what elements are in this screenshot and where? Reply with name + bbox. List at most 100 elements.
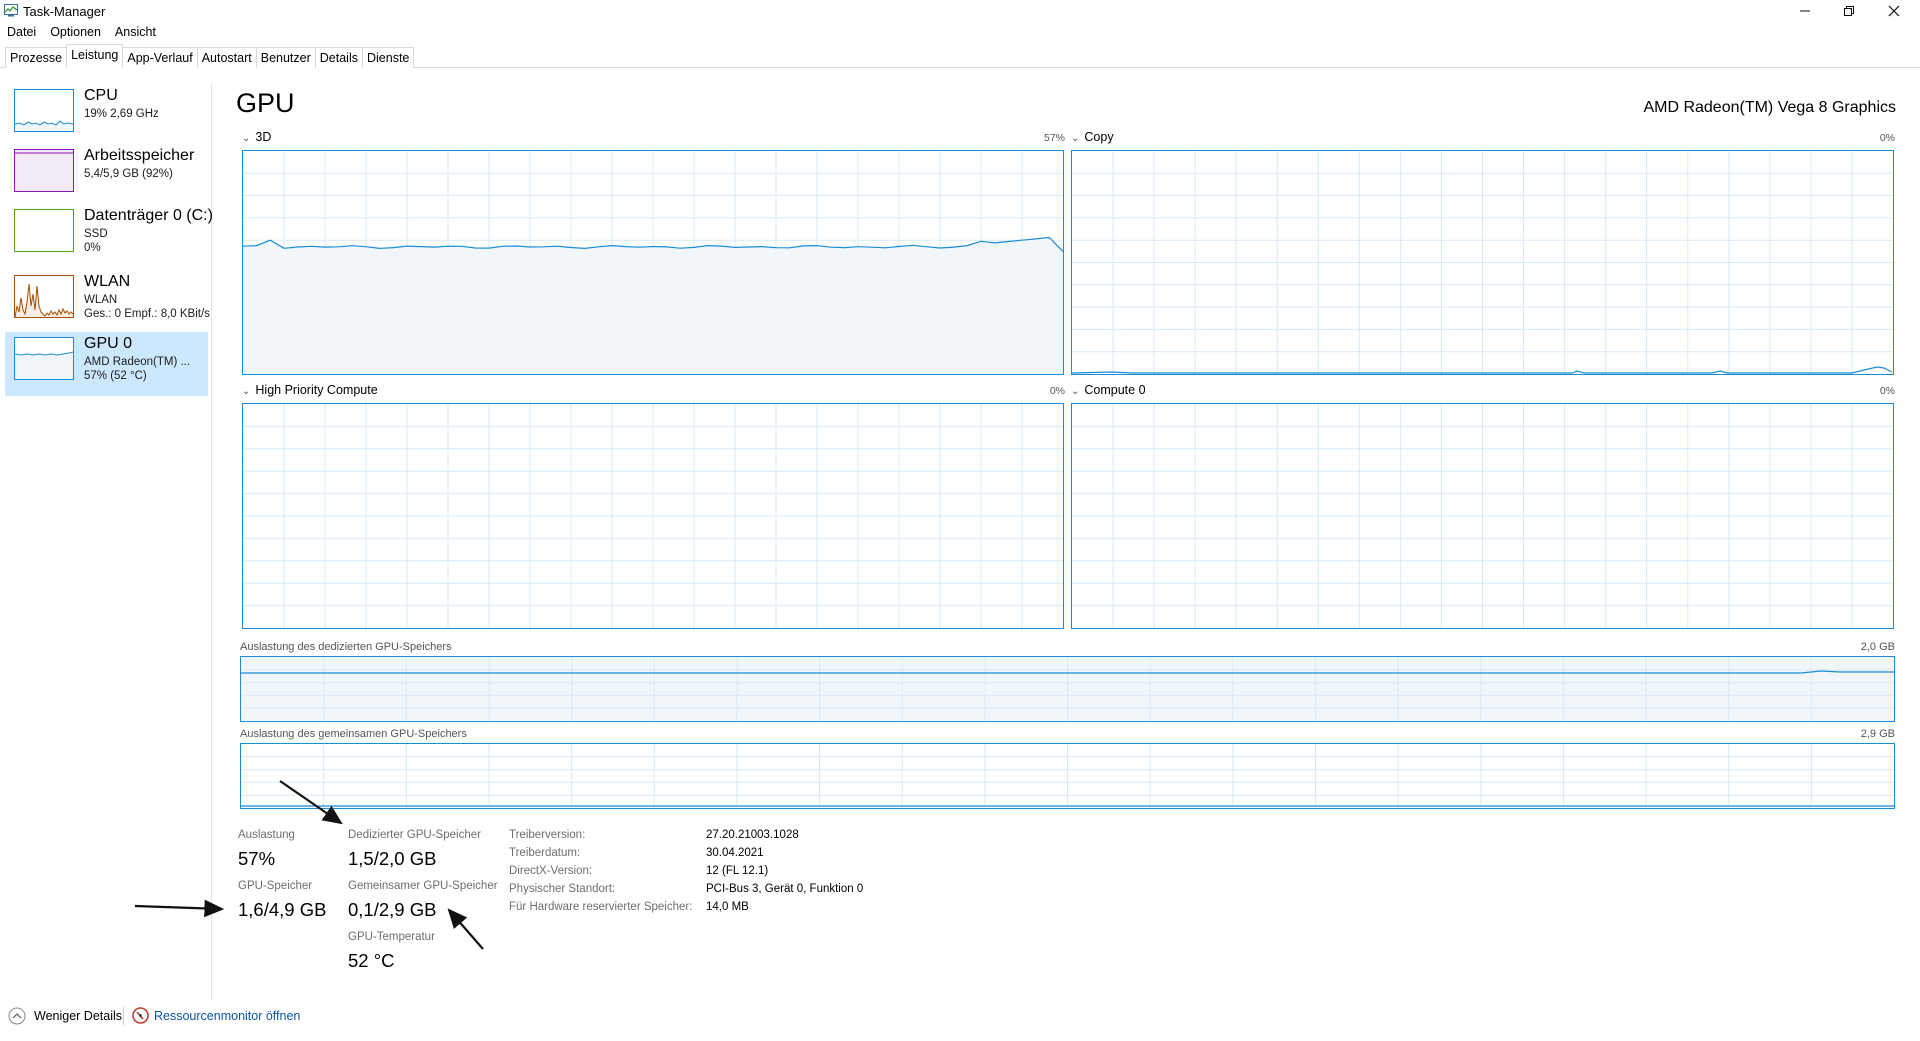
resource-monitor-icon xyxy=(132,1007,149,1024)
resource-monitor-link[interactable]: Ressourcenmonitor öffnen xyxy=(132,1007,300,1024)
fewer-details-button[interactable]: Weniger Details xyxy=(8,1007,122,1025)
directx-version-value: 12 (FL 12.1) xyxy=(706,865,769,877)
tab-prozesse[interactable]: Prozesse xyxy=(5,47,68,68)
engine-graph-3d xyxy=(242,150,1064,375)
engine-label: Compute 0 xyxy=(1084,383,1146,397)
sidebar-item-detail-2: 57% (52 °C) xyxy=(84,370,147,382)
tab-app-verlauf[interactable]: App-Verlauf xyxy=(122,47,198,68)
driver-version-value: 27.20.21003.1028 xyxy=(706,829,799,841)
engine-graph-copy xyxy=(1071,150,1894,375)
sidebar-item-arbeitsspeicher[interactable]: Arbeitsspeicher 5,4/5,9 GB (92%) xyxy=(5,144,208,208)
engine-selector-high-priority-compute[interactable]: ⌄ High Priority Compute xyxy=(242,383,378,397)
engine-label: 3D xyxy=(255,130,272,144)
tab-leistung[interactable]: Leistung xyxy=(66,44,124,68)
sidebar-item-title: CPU xyxy=(84,87,118,104)
auslastung-value: 57% xyxy=(238,848,276,869)
directx-version-label: DirectX-Version: xyxy=(509,865,593,877)
shared-memory-stat-value: 0,1/2,9 GB xyxy=(348,899,437,920)
sidebar-item-detail: 19% 2,69 GHz xyxy=(84,108,159,120)
chevron-up-circle-icon xyxy=(8,1007,26,1025)
graph-canvas-copy xyxy=(1072,151,1893,374)
restore-button[interactable] xyxy=(1826,0,1872,22)
sidebar-item-title: GPU 0 xyxy=(84,335,133,352)
sidebar-item-detail: SSD xyxy=(84,228,108,240)
close-button[interactable] xyxy=(1871,0,1917,22)
sidebar-item-datentraeger[interactable]: Datenträger 0 (C:) SSD 0% xyxy=(5,204,213,268)
engine-label: High Priority Compute xyxy=(255,383,378,397)
graph-canvas-shared xyxy=(241,744,1894,808)
physical-location-label: Physischer Standort: xyxy=(509,883,616,895)
disk-thumbnail-graph xyxy=(14,209,74,252)
graph-canvas-compute0 xyxy=(1072,404,1893,628)
sidebar-item-gpu0[interactable]: GPU 0 AMD Radeon(TM) ... 57% (52 °C) xyxy=(5,332,208,396)
gpu-temperature-value: 52 °C xyxy=(348,950,395,971)
auslastung-label: Auslastung xyxy=(238,829,295,841)
sidebar-item-title: Arbeitsspeicher xyxy=(84,147,195,164)
gpu-speicher-label: GPU-Speicher xyxy=(238,880,313,892)
menu-datei[interactable]: Datei xyxy=(7,25,37,39)
window-title: Task-Manager xyxy=(23,4,106,19)
sidebar-item-detail: 5,4/5,9 GB (92%) xyxy=(84,168,173,180)
chevron-down-icon: ⌄ xyxy=(1071,133,1080,144)
title-bar: Task-Manager xyxy=(0,0,1920,22)
dedicated-memory-max: 2,0 GB xyxy=(1860,641,1895,653)
dedicated-memory-stat-value: 1,5/2,0 GB xyxy=(348,848,437,869)
graph-canvas-dedicated xyxy=(241,657,1894,721)
reserved-memory-value: 14,0 MB xyxy=(706,901,749,913)
minimize-button[interactable] xyxy=(1782,0,1828,22)
cpu-thumbnail-graph xyxy=(14,89,74,132)
task-manager-icon xyxy=(4,4,18,17)
tab-bar: Prozesse Leistung App-Verlauf Autostart … xyxy=(0,44,1920,68)
sidebar-item-title: Datenträger 0 (C:) xyxy=(84,207,213,224)
shared-memory-label: Auslastung des gemeinsamen GPU-Speichers xyxy=(240,728,467,740)
footer-bar: Weniger Details Ressourcenmonitor öffnen xyxy=(0,1005,1920,1029)
gpu-thumbnail-graph xyxy=(14,337,74,380)
page-title: GPU xyxy=(236,88,295,118)
engine-graph-compute-0 xyxy=(1071,403,1894,629)
shared-memory-stat-label: Gemeinsamer GPU-Speicher xyxy=(348,880,498,892)
sidebar-item-detail: AMD Radeon(TM) ... xyxy=(84,356,191,368)
engine-graph-high-priority-compute xyxy=(242,403,1064,629)
physical-location-value: PCI-Bus 3, Gerät 0, Funktion 0 xyxy=(706,883,864,895)
dedicated-memory-stat-label: Dedizierter GPU-Speicher xyxy=(348,829,481,841)
driver-date-value: 30.04.2021 xyxy=(706,847,764,859)
chevron-down-icon: ⌄ xyxy=(1071,386,1080,397)
menu-optionen[interactable]: Optionen xyxy=(50,25,101,39)
graph-canvas-hpc xyxy=(243,404,1063,628)
sidebar-item-title: WLAN xyxy=(84,273,131,290)
gpu-model-name: AMD Radeon(TM) Vega 8 Graphics xyxy=(1643,99,1896,116)
gpu-speicher-value: 1,6/4,9 GB xyxy=(238,899,327,920)
engine-percent: 0% xyxy=(1049,385,1065,397)
performance-sidebar: CPU 19% 2,69 GHz Arbeitsspeicher 5,4/5,9… xyxy=(0,84,213,999)
sidebar-item-detail-2: 0% xyxy=(84,242,101,254)
chevron-down-icon: ⌄ xyxy=(242,133,251,144)
sidebar-item-detail-2: Ges.: 0 Empf.: 8,0 KBit/s xyxy=(84,308,210,320)
resource-monitor-label: Ressourcenmonitor öffnen xyxy=(154,1008,301,1023)
driver-version-label: Treiberversion: xyxy=(509,829,586,841)
driver-date-label: Treiberdatum: xyxy=(509,847,581,859)
engine-selector-copy[interactable]: ⌄ Copy xyxy=(1071,130,1114,144)
dedicated-memory-label: Auslastung des dedizierten GPU-Speichers xyxy=(240,641,452,653)
shared-memory-graph xyxy=(240,743,1895,809)
fewer-details-label: Weniger Details xyxy=(34,1009,123,1023)
sidebar-item-wlan[interactable]: WLAN WLAN Ges.: 0 Empf.: 8,0 KBit/s xyxy=(5,270,210,334)
shared-memory-max: 2,9 GB xyxy=(1860,728,1895,740)
chevron-down-icon: ⌄ xyxy=(242,386,251,397)
tab-dienste[interactable]: Dienste xyxy=(361,47,415,68)
engine-percent: 57% xyxy=(1043,132,1065,144)
sidebar-item-detail: WLAN xyxy=(84,294,118,306)
wlan-thumbnail-graph xyxy=(14,275,74,318)
engine-selector-compute-0[interactable]: ⌄ Compute 0 xyxy=(1071,383,1146,397)
reserved-memory-label: Für Hardware reservierter Speicher: xyxy=(509,901,693,913)
dedicated-memory-graph xyxy=(240,656,1895,722)
engine-label: Copy xyxy=(1084,130,1114,144)
graph-canvas-3d xyxy=(243,151,1063,374)
menu-bar: Datei Optionen Ansicht xyxy=(0,23,163,41)
sidebar-item-cpu[interactable]: CPU 19% 2,69 GHz xyxy=(5,84,208,148)
engine-selector-3d[interactable]: ⌄ 3D xyxy=(242,130,271,144)
menu-ansicht[interactable]: Ansicht xyxy=(114,25,156,39)
tab-details[interactable]: Details xyxy=(314,47,363,68)
engine-percent: 0% xyxy=(1879,385,1895,397)
close-icon xyxy=(1888,5,1900,17)
